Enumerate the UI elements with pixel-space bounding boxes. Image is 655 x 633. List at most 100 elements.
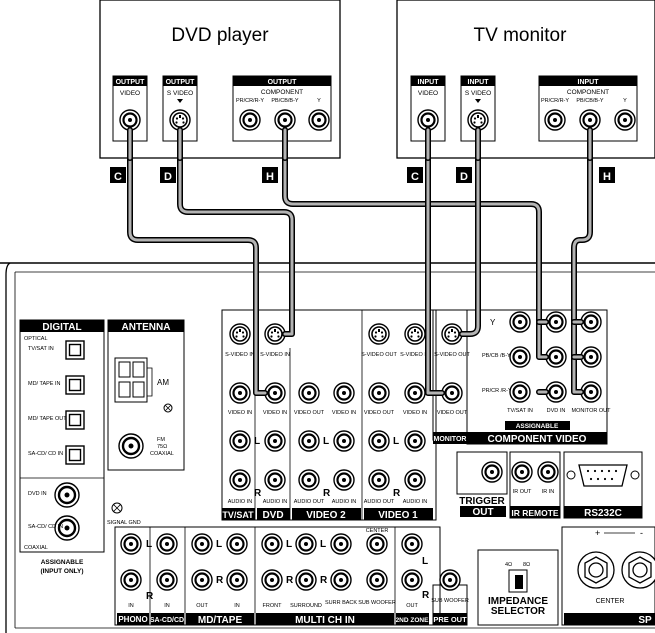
tv-monitor-title: TV monitor [474, 25, 568, 46]
input-only-label: (INPUT ONLY) [40, 568, 83, 575]
label-zone2-out: OUT [406, 603, 418, 609]
fm-antenna-jack [117, 432, 145, 460]
cable-c-dvd [127, 127, 268, 396]
audio-l-video1-out [367, 429, 391, 453]
dvd-player-title: DVD player [171, 25, 269, 46]
label-video-out-monitor: VIDEO OUT [437, 410, 468, 416]
section-video1: VIDEO 1 [378, 510, 418, 521]
dvd-comp-header: OUTPUT [268, 79, 298, 86]
ir-out-label: IR OUT [513, 489, 532, 495]
svg-text:R: R [286, 575, 294, 586]
section-sacd: SA-CD/CD [150, 617, 184, 624]
optical-jack-4 [65, 445, 85, 465]
optical-jack-2 [65, 375, 85, 395]
tag-c-left: C [114, 171, 122, 183]
video-jack-panel: S-VIDEO IN S-VIDEO IN S-VIDEO OUT S-VIDE… [221, 309, 437, 521]
tv-svideo-header: INPUT [468, 79, 490, 86]
coax-jack-dvd [53, 481, 81, 509]
zone2-r [400, 568, 424, 592]
tv-video-header: INPUT [418, 79, 440, 86]
dvd-comp-y-jack [307, 108, 331, 132]
optical-label-mdtape-out: MD/ TAPE OUT [28, 416, 67, 422]
am-label: AM [157, 378, 169, 387]
section-phono: PHONO [118, 615, 147, 624]
audio-r-video1-in [403, 468, 427, 492]
label-audio-in-1: AUDIO IN [228, 499, 252, 505]
label-front: FRONT [263, 603, 283, 609]
comp-dvd-in: DVD IN [547, 408, 566, 414]
minus-label: - [640, 528, 643, 538]
multich-front-l [260, 532, 284, 556]
assignable-label: ASSIGNABLE [41, 559, 84, 566]
rs232c-title: RS232C [584, 508, 622, 519]
dvd-video-label: VIDEO [120, 90, 140, 97]
label-svideo-out-1: S-VIDEO OUT [361, 352, 397, 358]
impedance-selector: 4Ω 8Ω IMPEDANCE SELECTOR [477, 549, 559, 626]
multich-front-r [260, 568, 284, 592]
multich-surround-l [294, 532, 318, 556]
comp-pr-tvsat [508, 380, 532, 404]
label-sacd-in: IN [164, 603, 170, 609]
svideo-out-video1 [368, 323, 390, 345]
antenna-title: ANTENNA [122, 322, 171, 333]
label-video-in-4: VIDEO IN [403, 410, 427, 416]
svg-text:L: L [216, 539, 222, 550]
svg-text:R: R [254, 488, 262, 499]
signal-gnd-label: SIGNAL GND [107, 520, 141, 526]
trigger-out-jack [480, 460, 504, 484]
label-audio-in-3: AUDIO IN [332, 499, 356, 505]
label-svideo-in-2: S-VIDEO IN [260, 352, 290, 358]
label-surr-back: SURR BACK [325, 600, 357, 606]
monitor-component-panel: S-VIDEO OUT VIDEO OUT MONITOR Y PB/CB /B… [432, 309, 611, 445]
label-md-in: IN [234, 603, 240, 609]
tag-h-right: H [603, 171, 611, 183]
multich-surrback-l [329, 532, 353, 556]
tag-c-right: C [411, 171, 419, 183]
impedance-title: IMPEDANCE [488, 596, 548, 607]
ohm8-label: 8Ω [523, 562, 530, 568]
antenna-section: ANTENNA AM FM 75Ω COAXIAL [107, 319, 185, 471]
cable-tags: C D H C D H [110, 167, 615, 183]
zone2-l [400, 532, 424, 556]
audio-l-video1-in [403, 429, 427, 453]
cable-stubs [127, 127, 593, 161]
optical-jack-1 [65, 340, 85, 360]
plus-label: + [595, 528, 600, 538]
dvd-comp-pb: PB/CB/B-Y [271, 98, 299, 104]
comp-monitor-out: MONITOR OUT [571, 408, 611, 414]
audio-r-tvsat [228, 468, 252, 492]
speakers-title: SP [638, 615, 652, 626]
digital-title: DIGITAL [42, 322, 81, 333]
tv-comp-pr: PR/CR/R-Y [541, 98, 569, 104]
cable-d-tv [459, 127, 481, 337]
trigger-title: TRIGGER [459, 496, 505, 507]
audio-l-dvd [263, 429, 287, 453]
tv-comp-label: COMPONENT [567, 89, 609, 96]
comp-y-tvsat [508, 310, 532, 334]
multich-surround-r [294, 568, 318, 592]
label-svideo-in-1: S-VIDEO IN [225, 352, 255, 358]
tv-svideo-label: S VIDEO [465, 90, 491, 97]
tag-d-left: D [164, 171, 172, 183]
mdtape-out-l [190, 532, 214, 556]
label-md-out: OUT [196, 603, 208, 609]
video-in-tvsat [228, 381, 252, 405]
sacd-l [155, 532, 179, 556]
label-audio-out-2: AUDIO OUT [364, 499, 395, 505]
label-center: CENTER [366, 528, 389, 534]
fm-label: FM [157, 437, 165, 443]
svg-text:R: R [422, 590, 430, 601]
phono-r [119, 568, 143, 592]
comp-pr-label: PR/CR /R-Y [482, 388, 512, 394]
label-video-in-2: VIDEO IN [263, 410, 287, 416]
bottom-audio-panel: L R L R L L R R CENTER L R IN IN OUT IN … [114, 526, 469, 626]
dvd-comp-label: COMPONENT [261, 89, 303, 96]
label-sub-woofer: SUB WOOFER [358, 600, 396, 606]
control-ports: TRIGGER OUT IR OUT IR IN IR REMOTE RS232… [456, 451, 643, 519]
svg-text:R: R [146, 591, 154, 602]
svg-text:L: L [323, 436, 329, 447]
section-tvsat: TV/SAT [222, 510, 254, 520]
svg-text:L: L [286, 539, 292, 550]
section-multich: MULTI CH IN [295, 615, 355, 626]
